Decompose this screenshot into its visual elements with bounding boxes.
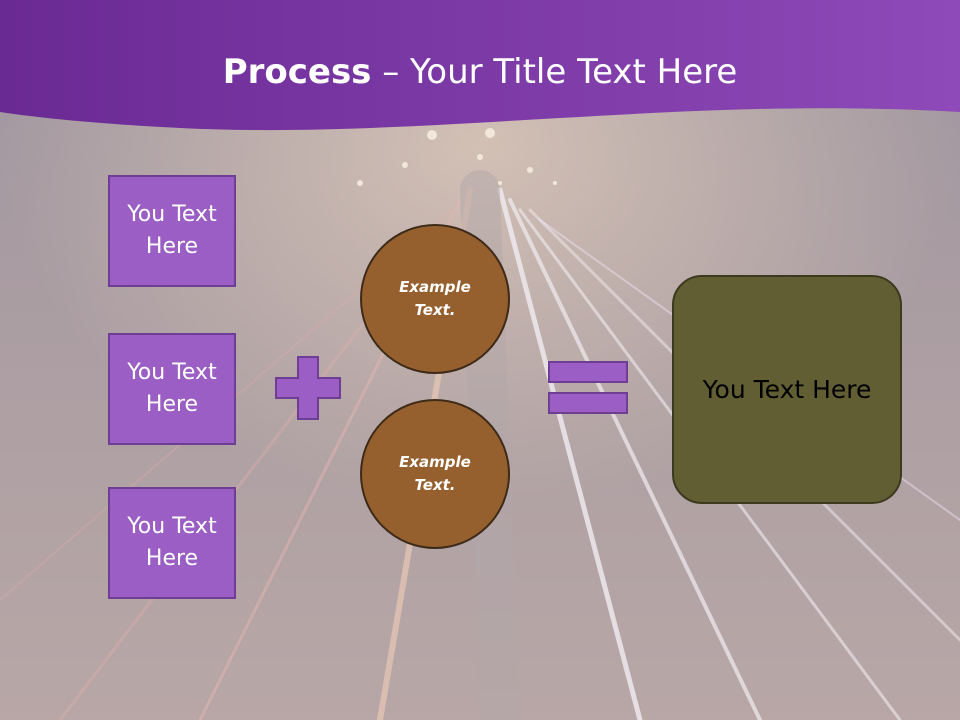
circle-1-label: Example Text. — [399, 278, 471, 319]
slide-title-bold: Process — [222, 52, 372, 92]
equals-icon — [548, 361, 628, 414]
circle-2[interactable]: Example Text. — [360, 399, 510, 549]
header-banner — [0, 0, 960, 131]
slide-title: Process – Your Title Text Here — [0, 52, 960, 92]
result-box-label: You Text Here — [702, 375, 872, 404]
left-box-2-label: You Text Here — [127, 360, 217, 417]
plus-icon — [275, 356, 341, 420]
circle-1[interactable]: Example Text. — [360, 224, 510, 374]
circle-2-label: Example Text. — [399, 453, 471, 494]
left-box-3[interactable]: You Text Here — [108, 487, 236, 599]
left-box-1[interactable]: You Text Here — [108, 175, 236, 287]
slide-title-rest: – Your Title Text Here — [371, 52, 738, 92]
result-box[interactable]: You Text Here — [672, 275, 902, 504]
left-box-3-label: You Text Here — [127, 514, 217, 571]
left-box-2[interactable]: You Text Here — [108, 333, 236, 445]
left-box-1-label: You Text Here — [127, 202, 217, 259]
